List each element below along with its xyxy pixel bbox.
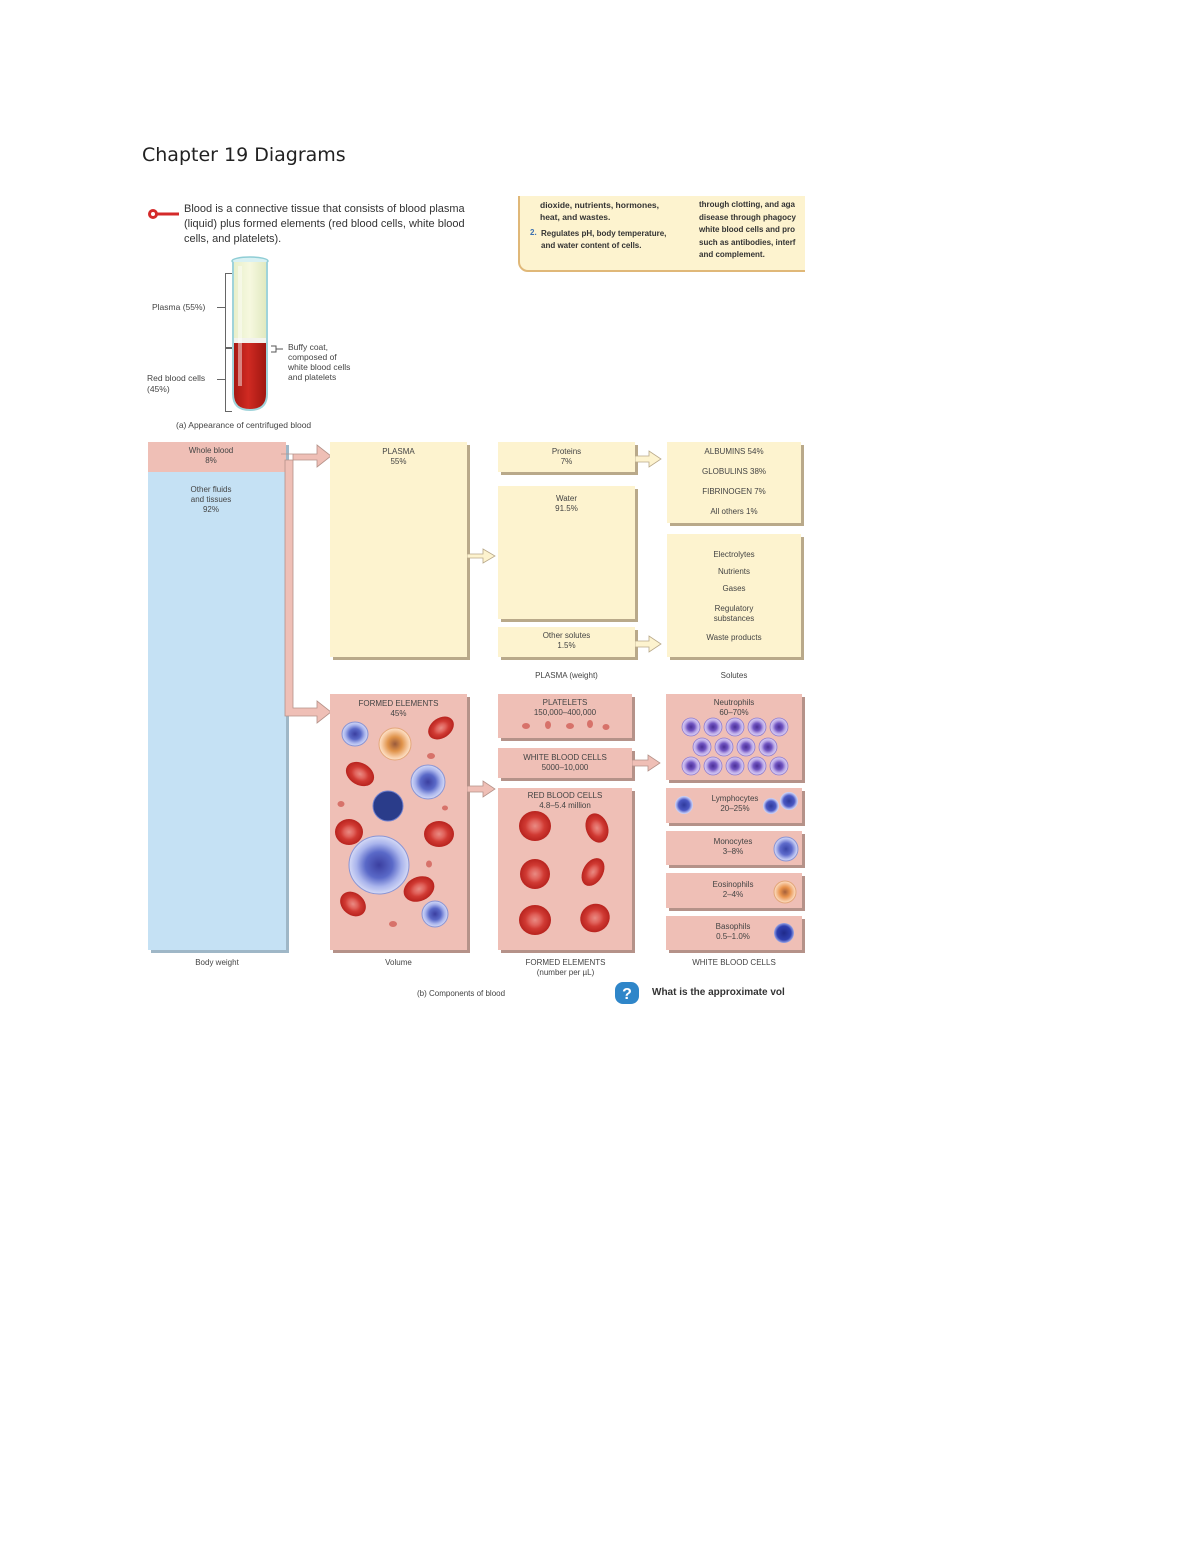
proteins-box [498, 442, 635, 472]
functions-box [518, 196, 805, 272]
albumins-label: ALBUMINS 54% [704, 447, 764, 456]
platelets-box [498, 694, 632, 738]
body-weight-label: Body weight [195, 958, 239, 967]
centrifuged-tube [225, 254, 275, 414]
plasma-bracket [225, 273, 232, 348]
panel-b-caption: (b) Components of blood [417, 989, 506, 998]
rbc-bracket [225, 348, 232, 412]
gases-label: Gases [722, 584, 746, 593]
functions-col1-text: dioxide, nutrients, hormones, heat, and … [540, 200, 660, 222]
protein-types-box [667, 442, 801, 523]
key-concept-text: Blood is a connective tissue that consis… [184, 203, 465, 245]
formed-elements-col-label: FORMED ELEMENTS (number per µL) [525, 958, 606, 977]
other-solutes-box [498, 627, 635, 657]
monocytes-label: Monocytes 3–8% [713, 837, 753, 856]
solutes-col-label: Solutes [720, 671, 748, 680]
monocyte-icon [773, 836, 799, 862]
functions-col2-text: through clotting, and aga disease throug… [699, 200, 796, 259]
other-fluids-bar [148, 442, 286, 950]
solutes-arrow [634, 633, 665, 655]
plasma-box [330, 442, 467, 657]
functions-item2-text: Regulates pH, body temperature, and wate… [541, 229, 667, 250]
wbc-col-label: WHITE BLOOD CELLS [692, 958, 776, 967]
eosinophil-icon [773, 880, 797, 904]
other-fluids-label: Other fluids and tissues 92% [190, 485, 232, 514]
rbc-label: Red blood cells (45%) [147, 373, 206, 394]
plasma-label: Plasma (55%) [152, 302, 206, 312]
wbc-box [498, 748, 632, 778]
water-box [498, 486, 635, 619]
plasma-label: PLASMA 55% [382, 447, 415, 466]
formed-elements-cells [333, 714, 463, 946]
functions-item2-number: 2. [530, 228, 537, 237]
plasma-weight-label: PLASMA (weight) [535, 671, 598, 680]
electrolytes-label: Electrolytes [713, 550, 755, 559]
water-label: Water 91.5% [555, 494, 578, 513]
whole-blood-bar [148, 442, 286, 472]
other-solutes-label: Other solutes 1.5% [542, 631, 591, 650]
question-text: What is the approximate vol [652, 987, 785, 998]
panel-a-caption: (a) Appearance of centrifuged blood [176, 420, 312, 430]
plasma-bracket-tick [217, 307, 225, 308]
fibrinogen-label: FIBRINOGEN 7% [702, 487, 766, 496]
basophil-icon [773, 922, 795, 944]
proteins-arrow [634, 448, 665, 470]
neutrophils-label: Neutrophils 60–70% [713, 698, 755, 717]
eosinophils-label: Eosinophils 2–4% [712, 880, 754, 899]
volume-label: Volume [385, 958, 412, 967]
wbc-arrow [631, 752, 664, 774]
document-title: Chapter 19 Diagrams [142, 144, 346, 166]
buffy-coat-label: Buffy coat, composed of white blood cell… [288, 342, 351, 382]
other-proteins-label: All others 1% [710, 507, 758, 516]
question-icon: ? [615, 982, 639, 1004]
neutrophils-illustration [681, 717, 793, 777]
whole-blood-label: Whole blood 8% [188, 446, 234, 465]
proteins-label: Proteins 7% [551, 447, 582, 466]
waste-label: Waste products [706, 633, 762, 642]
solutes-box [667, 534, 801, 657]
lymphocytes-label: Lymphocytes 20–25% [711, 794, 759, 813]
rbc-bracket-tick [217, 379, 225, 380]
lymphocyte-icon [673, 792, 801, 818]
blood-components-figure: Blood is a connective tissue that consis… [143, 196, 805, 1008]
regulatory-label: Regulatory substances [713, 604, 755, 623]
formed-elements-arrow [466, 778, 499, 800]
globulins-label: GLOBULINS 38% [701, 467, 767, 476]
platelets-illustration [518, 718, 613, 732]
wbc-label: WHITE BLOOD CELLS 5000–10,000 [523, 753, 607, 772]
svg-text:?: ? [622, 986, 632, 1003]
plasma-water-arrow [466, 544, 499, 566]
rbc-box-label: RED BLOOD CELLS 4.8–5.4 million [527, 791, 603, 810]
formed-elements-label: FORMED ELEMENTS 45% [358, 699, 439, 718]
key-icon [147, 206, 181, 219]
nutrients-label: Nutrients [717, 567, 750, 576]
whole-blood-connector [281, 442, 337, 732]
rbc-illustration [505, 808, 625, 946]
platelets-label: PLATELETS 150,000–400,000 [533, 698, 597, 717]
buffy-coat-pointer [270, 341, 284, 353]
basophils-label: Basophils 0.5–1.0% [715, 922, 751, 941]
